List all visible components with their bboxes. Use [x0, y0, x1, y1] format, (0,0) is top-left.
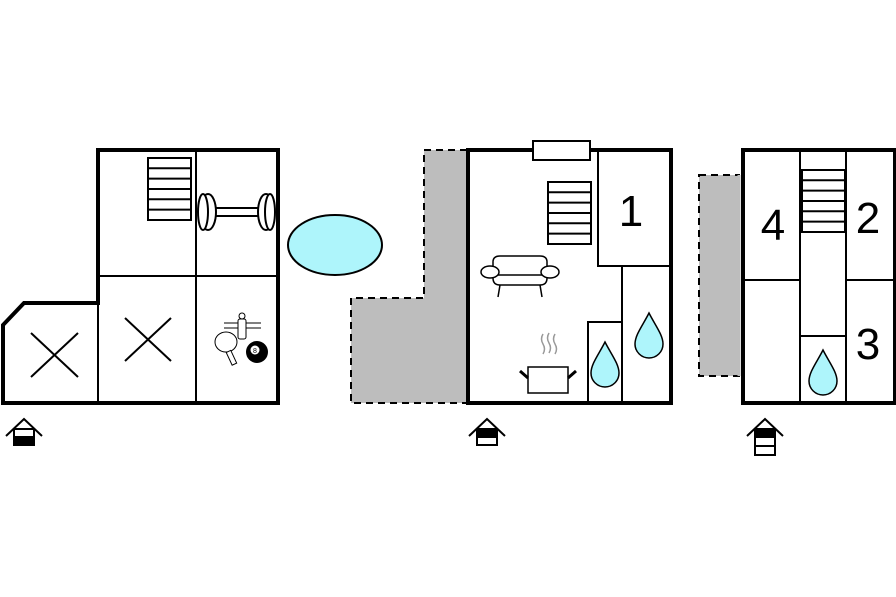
terrace-area: [350, 149, 467, 404]
billiard-ball-icon: 8: [246, 341, 268, 363]
room-number: 2: [856, 194, 880, 243]
table-tennis-icon: [214, 331, 238, 366]
entrance-icon: [468, 417, 506, 446]
room-number: 3: [856, 320, 880, 369]
cooking-pot-icon: [519, 332, 577, 394]
floor-plan-ground: 1: [350, 140, 673, 446]
foosball-icon: [224, 312, 261, 340]
dumbbell-icon: [197, 193, 276, 231]
no-access-x-icon: [30, 317, 172, 378]
floor-plan-annex: 8: [1, 148, 280, 446]
balcony-area: [698, 174, 740, 377]
floor-plan-first: 4 2 3: [698, 148, 896, 456]
stairs-icon: [547, 181, 592, 245]
sofa-icon: [480, 255, 560, 298]
stairs-icon: [147, 157, 192, 221]
outer-walls: [741, 148, 896, 405]
water-drop-icon: [590, 341, 620, 388]
entrance-icon: [5, 417, 43, 446]
entrance-icon: [746, 417, 784, 456]
room-number: 4: [761, 201, 785, 250]
stairs-icon: [801, 169, 846, 233]
water-drop-icon: [634, 312, 664, 359]
water-drop-icon: [808, 349, 838, 396]
pool-icon: [287, 214, 383, 276]
outer-walls: [1, 148, 280, 405]
svg-text:8: 8: [253, 348, 257, 355]
room-number: 1: [619, 187, 643, 236]
window-icon: [532, 140, 591, 161]
